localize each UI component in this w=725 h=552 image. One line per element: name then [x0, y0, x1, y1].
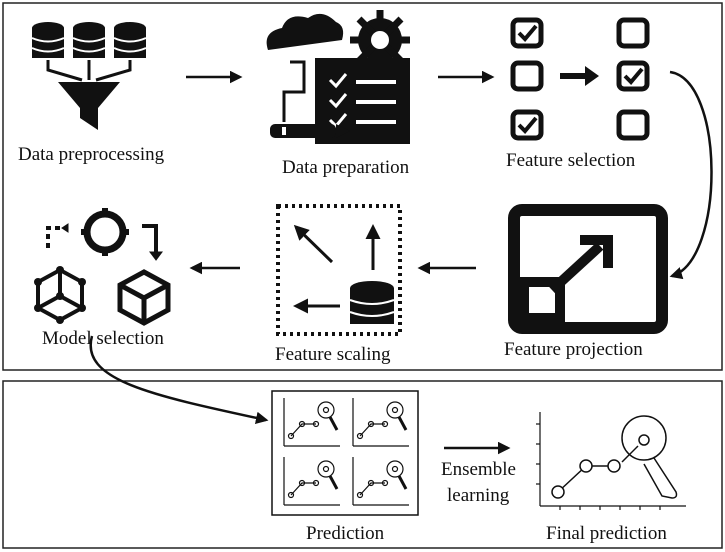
- prediction-charts: [271, 390, 419, 516]
- label-prediction: Prediction: [306, 523, 385, 544]
- label-feature-projection: Feature projection: [504, 339, 643, 360]
- final-prediction-chart: [536, 412, 686, 510]
- projection-icon: [508, 204, 668, 334]
- label-model-selection: Model selection: [42, 328, 164, 349]
- label-data-preparation: Data preparation: [282, 157, 410, 178]
- database-funnel-icon: [31, 22, 147, 130]
- checklist-gear-icon: [266, 10, 410, 144]
- flow-arrows: [89, 70, 713, 455]
- label-data-preprocessing: Data preprocessing: [18, 144, 165, 165]
- upper-panel: [2, 2, 723, 371]
- label-learning: learning: [447, 485, 510, 506]
- checkbox-grid-icon: [510, 17, 650, 141]
- label-feature-scaling: Feature scaling: [275, 344, 391, 365]
- scaling-icon: [276, 204, 402, 336]
- label-feature-selection: Feature selection: [506, 150, 636, 171]
- lower-panel: [2, 380, 723, 549]
- model-selection-icon: [34, 208, 171, 326]
- label-final-prediction: Final prediction: [546, 523, 667, 544]
- label-ensemble: Ensemble: [441, 459, 516, 480]
